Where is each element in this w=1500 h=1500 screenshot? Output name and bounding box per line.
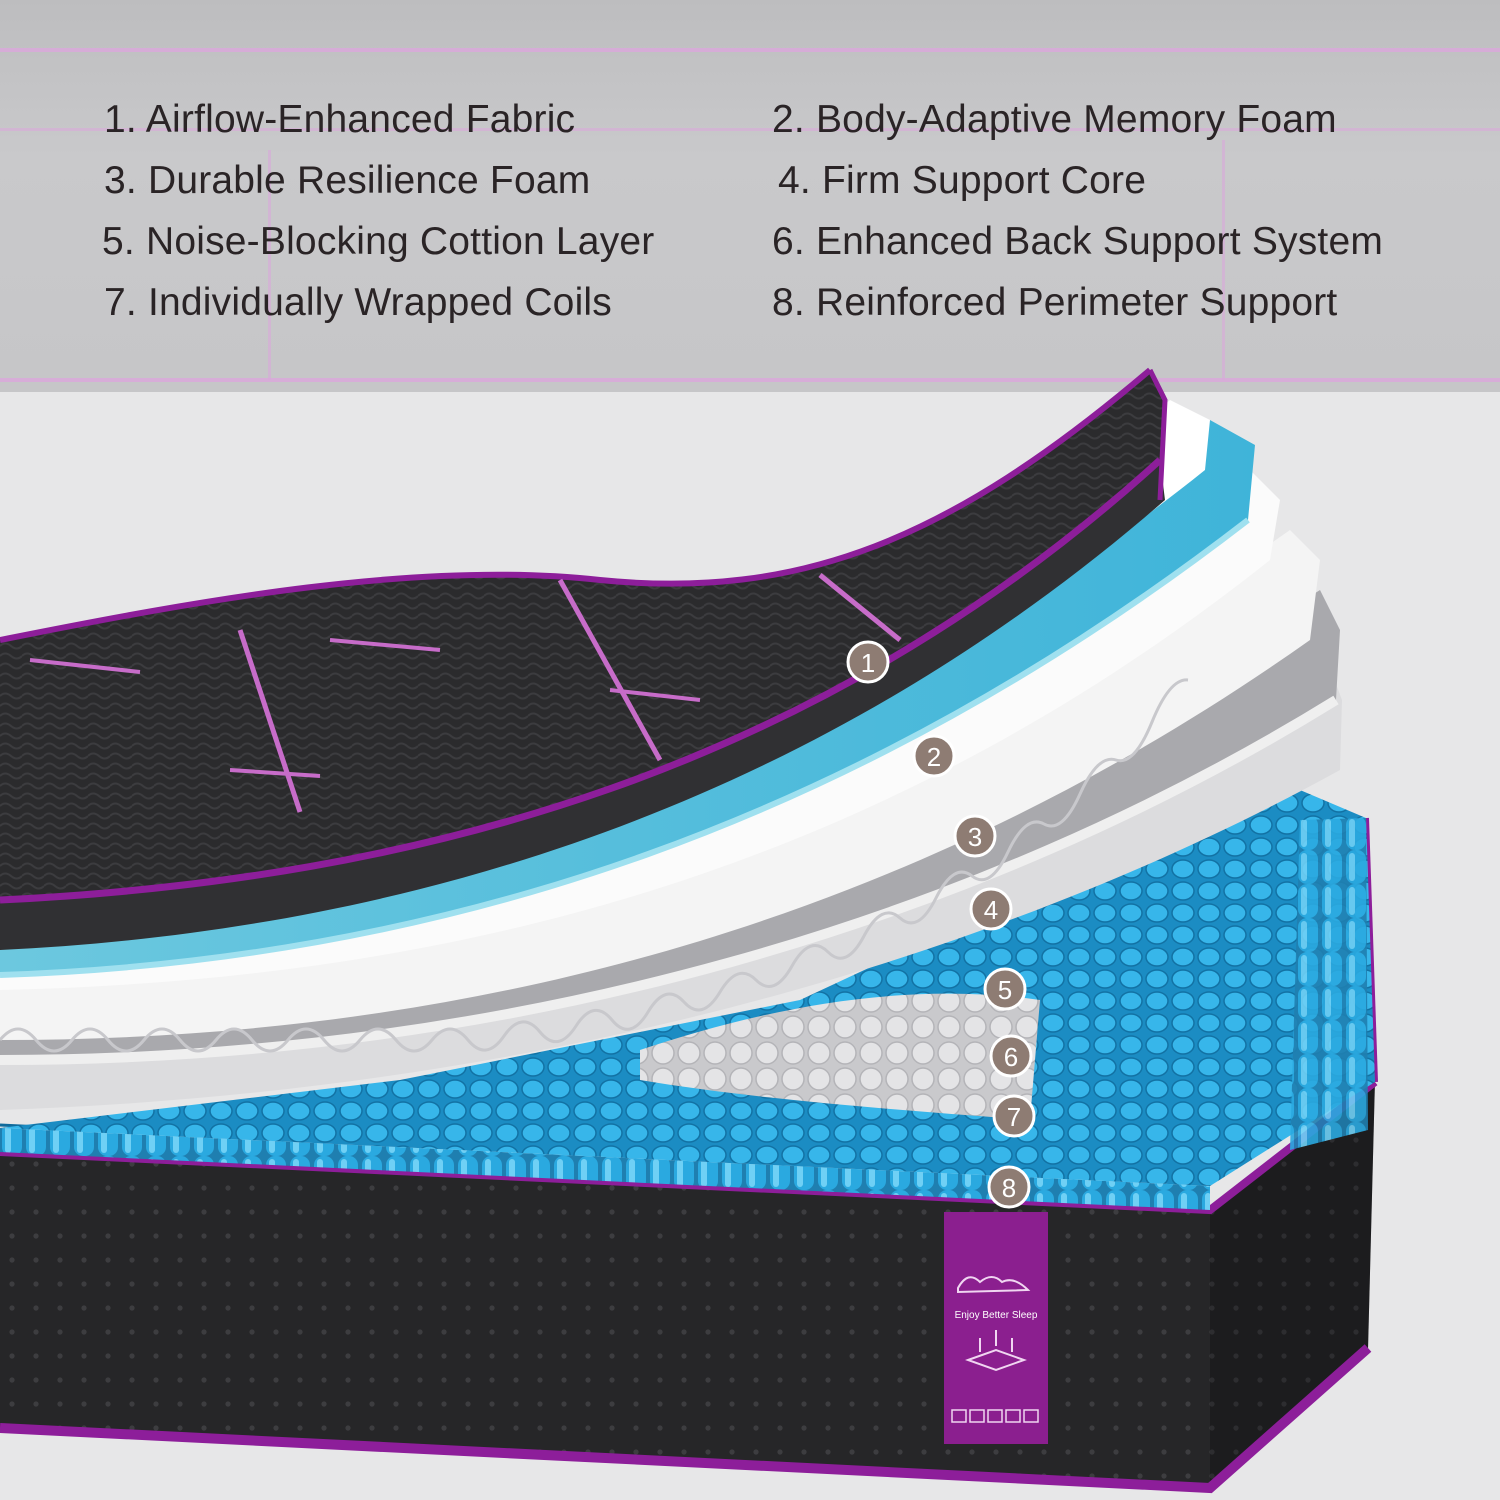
feature-banner: 1. Airflow-Enhanced Fabric 2. Body-Adapt… [0, 0, 1500, 392]
svg-text:3: 3 [968, 822, 982, 852]
home-icon [951, 1409, 967, 1423]
layer-badge-3: 3 [953, 814, 997, 858]
feature-item: 5. Noise-Blocking Cottion Layer [102, 220, 655, 263]
layer-badge-8: 8 [987, 1165, 1031, 1209]
layer-support-core [0, 530, 1320, 1040]
layer-badge-6: 6 [989, 1034, 1033, 1078]
feature-item: 3. Durable Resilience Foam [104, 159, 591, 202]
feature-item: 1. Airflow-Enhanced Fabric [104, 98, 576, 141]
grid-icon [987, 1409, 1003, 1423]
layers-icon [965, 1348, 1027, 1372]
layer-badge-5: 5 [983, 967, 1027, 1011]
banner-stitch-line [0, 128, 1500, 131]
layer-edge [0, 695, 1339, 1065]
svg-text:8: 8 [1002, 1173, 1016, 1203]
brand-tag: Enjoy Better Sleep [944, 1212, 1048, 1444]
layer-edge [0, 517, 1250, 978]
banner-stitch-line [0, 48, 1500, 52]
layer-back-support [0, 668, 1342, 1110]
coil-icon [1023, 1409, 1039, 1423]
svg-text:5: 5 [998, 975, 1012, 1005]
svg-text:4: 4 [984, 895, 998, 925]
egg-crate-edge [0, 678, 1189, 1053]
feature-item: 4. Firm Support Core [778, 159, 1147, 202]
quilted-top-cover [0, 367, 1168, 950]
mattress-base [0, 790, 1378, 1494]
svg-text:6: 6 [1004, 1042, 1018, 1072]
wave-icon [1005, 1409, 1021, 1423]
layer-badges: 1 2 3 4 5 6 7 8 [846, 640, 1036, 1209]
banner-stitch-line [1222, 140, 1225, 380]
tag-slogan: Enjoy Better Sleep [955, 1310, 1038, 1321]
svg-text:2: 2 [927, 742, 941, 772]
banner-stitch-line [268, 150, 271, 380]
layer-badge-4: 4 [969, 887, 1013, 931]
banner-stitch-line [0, 378, 1500, 382]
layer-badge-1: 1 [846, 640, 890, 684]
layer-badge-7: 7 [992, 1094, 1036, 1138]
feature-item: 7. Individually Wrapped Coils [104, 281, 613, 324]
svg-text:7: 7 [1007, 1102, 1021, 1132]
mattress-illustration: Enjoy Better Sleep 1 2 3 4 5 6 7 8 [0, 367, 1378, 1494]
feature-item: 2. Body-Adaptive Memory Foam [772, 98, 1337, 141]
feature-item: 6. Enhanced Back Support System [772, 220, 1384, 263]
feature-list: 1. Airflow-Enhanced Fabric 2. Body-Adapt… [0, 88, 1500, 338]
svg-text:1: 1 [861, 648, 875, 678]
layers-icon [969, 1409, 985, 1423]
arrows-up-icon [979, 1330, 1013, 1352]
feature-item: 8. Reinforced Perimeter Support [772, 281, 1338, 324]
sleeper-icon [957, 1276, 1031, 1294]
layer-badge-2: 2 [912, 734, 956, 778]
